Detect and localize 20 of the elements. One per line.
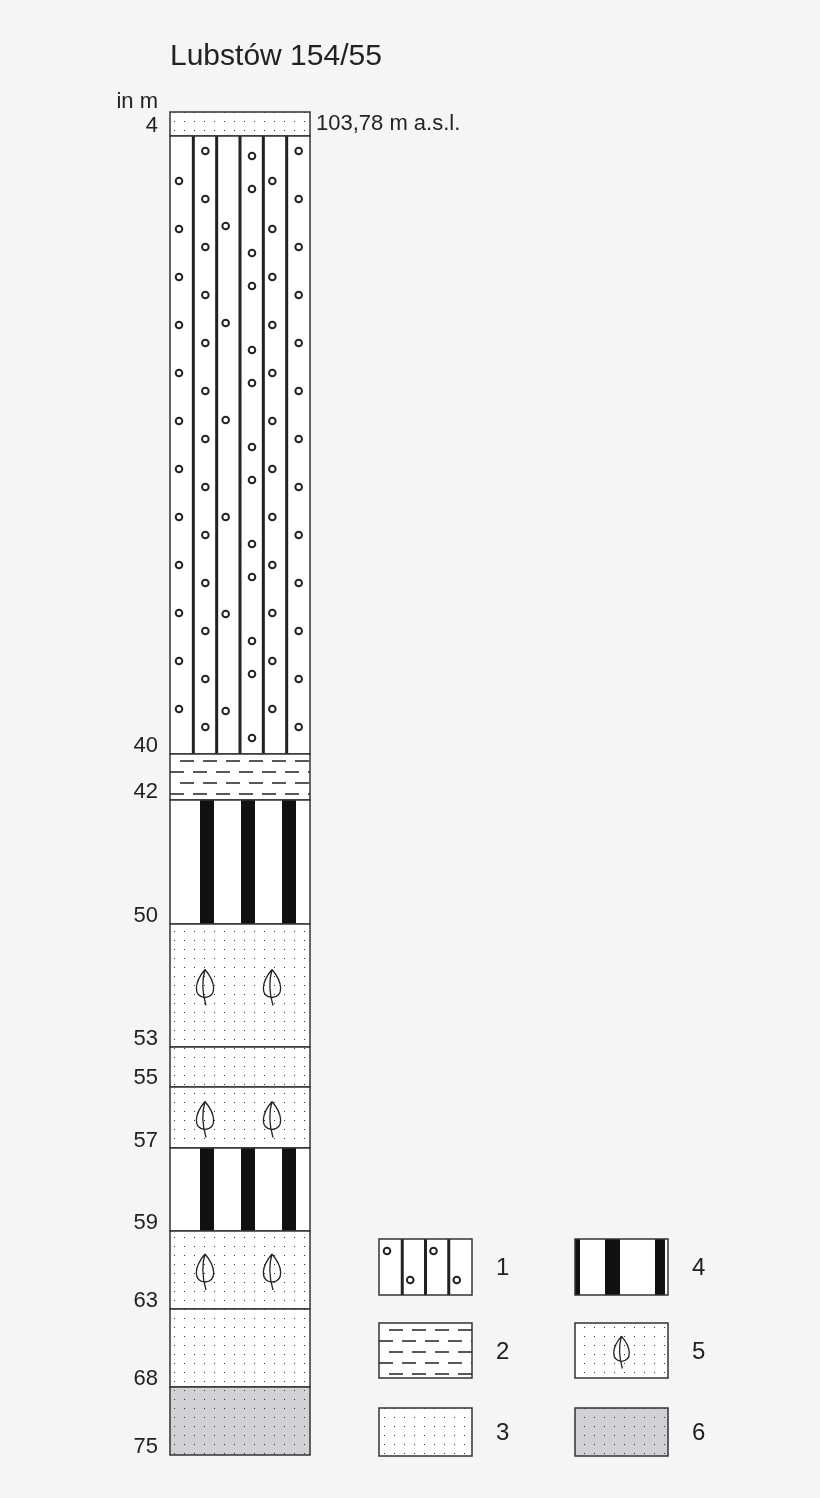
legend-label: 2 <box>496 1338 510 1363</box>
depth-label: 40 <box>133 734 158 756</box>
depth-label: 59 <box>133 1211 158 1233</box>
unit-label: in m <box>116 90 158 112</box>
title: Lubstów 154/55 <box>170 40 382 70</box>
legend-label: 3 <box>496 1420 510 1444</box>
depth-label: 55 <box>133 1066 158 1088</box>
depth-label: 42 <box>133 780 158 802</box>
elevation-label: 103,78 m a.s.l. <box>316 112 461 134</box>
legend-label: 6 <box>692 1420 706 1444</box>
depth-label: 75 <box>133 1435 158 1457</box>
depth-label: 57 <box>133 1129 158 1151</box>
depth-label: 50 <box>133 904 158 926</box>
depth-label: 63 <box>133 1289 158 1311</box>
legend-label: 5 <box>692 1338 706 1363</box>
legend-label: 4 <box>692 1255 706 1279</box>
depth-label: 68 <box>133 1367 158 1389</box>
depth-label: 4 <box>145 114 158 136</box>
depth-label: 53 <box>133 1027 158 1049</box>
legend-label: 1 <box>496 1255 510 1279</box>
